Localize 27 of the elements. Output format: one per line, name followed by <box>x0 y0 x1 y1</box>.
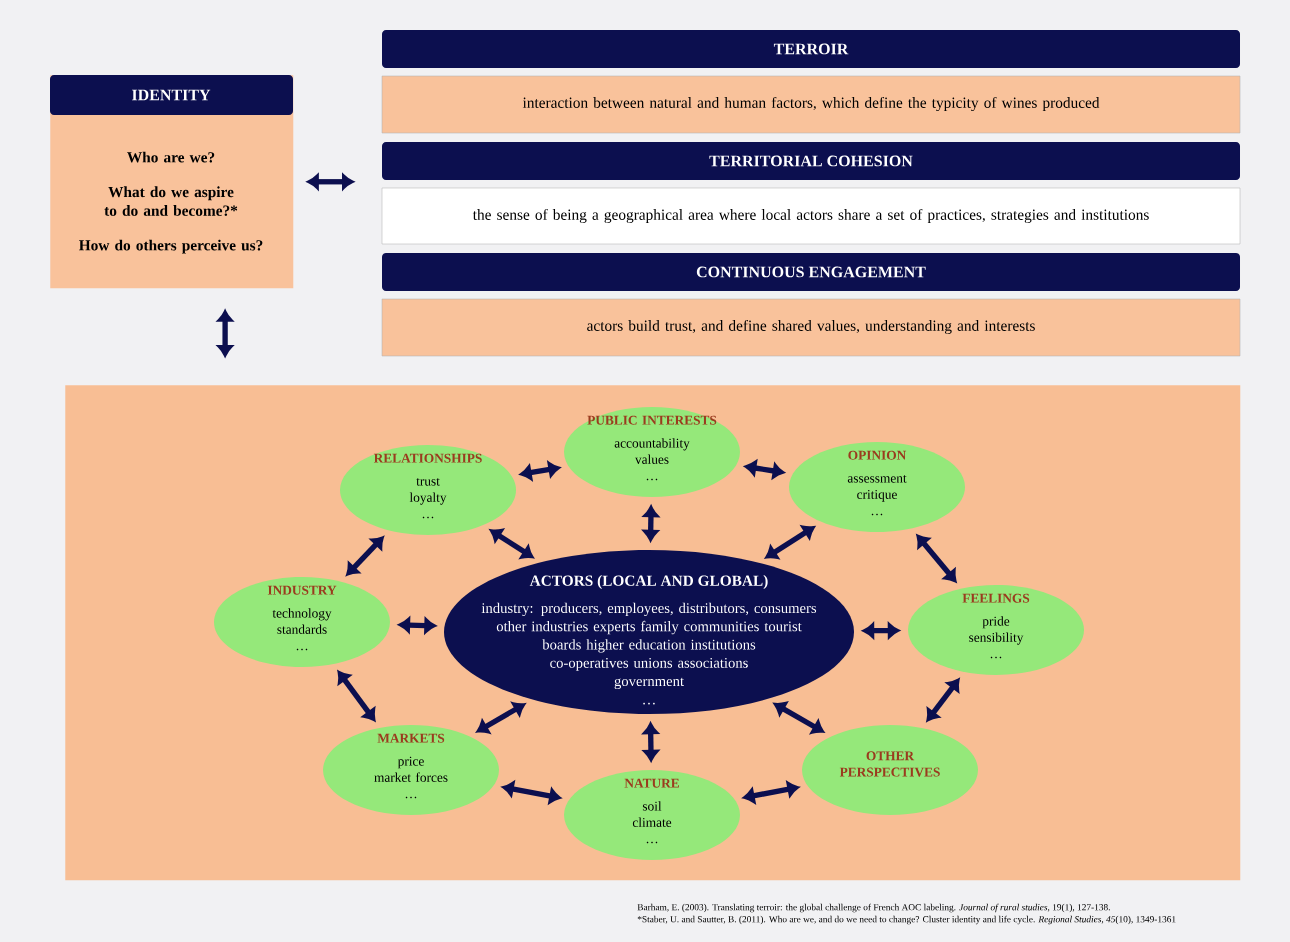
text-band: CONTINUOUS ENGAGEMENT actors build trust, and define shared values, understanding and interests <box>381 253 1241 357</box>
double-arrow <box>773 701 825 734</box>
node-label: CONTINUOUS ENGAGEMENT <box>696 266 926 278</box>
double-arrow <box>916 534 957 583</box>
double-arrow <box>346 536 384 576</box>
node-label: TERROIR <box>773 43 849 55</box>
double-arrow <box>520 461 561 481</box>
reference-note: Barham, E. (2003). Translating terroir: the global challenge of French AOC labeling. Journal of rural studies, 19(1), 127-138. <box>637 903 1110 913</box>
identity-card: IDENTITY Who are we? What do we aspire to do and become?* How do others perceive us? <box>50 75 294 289</box>
text-band: TERROIR interaction between natural and human factors, which define the typicity of wines produced <box>381 30 1241 134</box>
double-arrow <box>862 622 900 639</box>
reference-note: *Staber, U. and Sautter, B. (2011). Who are we, and do we need to change? Cluster identity and life cycle. Regional Studies, 45(10), 1349-1361 <box>637 915 1176 925</box>
double-arrow <box>742 781 800 804</box>
double-arrow <box>489 528 534 559</box>
double-arrow <box>926 678 960 722</box>
text-band: TERRITORIAL COHESION the sense of being a geographical area where local actors share a set of practices, strategies and institutions <box>381 142 1241 245</box>
double-arrow <box>502 781 561 804</box>
double-arrow <box>642 505 659 542</box>
double-arrow <box>476 702 526 734</box>
double-arrow <box>217 310 233 357</box>
double-arrow <box>744 460 785 479</box>
double-arrow <box>337 670 376 722</box>
node-label: TERRITORIAL COHESION <box>709 155 913 167</box>
double-arrow <box>642 722 659 762</box>
double-arrow <box>765 525 815 560</box>
double-arrow <box>398 617 436 634</box>
double-arrow <box>307 174 354 190</box>
